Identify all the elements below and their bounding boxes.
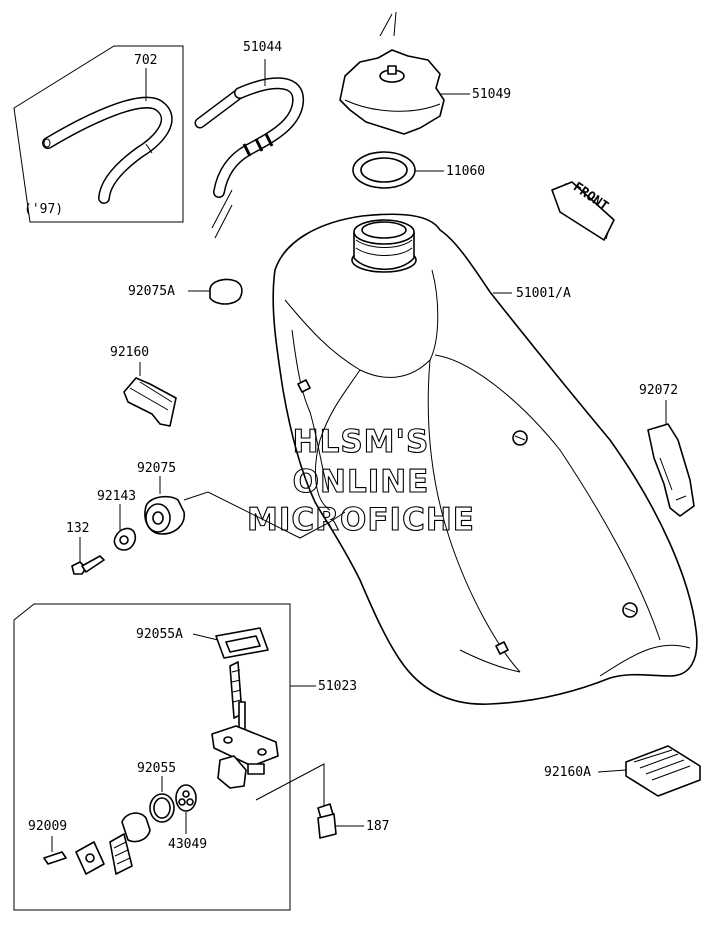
hose-702-group xyxy=(13,45,184,223)
front-arrow: FRONT xyxy=(551,180,615,241)
cushion-92075A xyxy=(188,278,243,305)
label-92055A: 92055A xyxy=(136,627,183,642)
fuel-tank xyxy=(272,213,698,705)
mount-grommet-group xyxy=(71,476,346,575)
label-92072: 92072 xyxy=(639,383,678,398)
watermark: HLSM'S ONLINE MICROFICHE xyxy=(246,423,475,538)
watermark-line-3: MICROFICHE xyxy=(247,502,475,538)
label-51044: 51044 xyxy=(243,40,282,55)
label-92160A: 92160A xyxy=(544,765,591,780)
watermark-line-2: ONLINE xyxy=(293,464,430,500)
label-11060: 11060 xyxy=(446,164,485,179)
label-51001A: 51001/A xyxy=(516,286,571,301)
watermark-line-1: HLSM'S xyxy=(293,424,430,460)
label-92009: 92009 xyxy=(28,819,67,834)
label-92075A: 92075A xyxy=(128,284,175,299)
label-97: ('97) xyxy=(24,202,63,217)
label-92075: 92075 xyxy=(137,461,176,476)
label-92055: 92055 xyxy=(137,761,176,776)
label-702: 702 xyxy=(134,53,157,68)
group-box-97 xyxy=(13,45,184,223)
label-51049: 51049 xyxy=(472,87,511,102)
label-92143: 92143 xyxy=(97,489,136,504)
fuel-cap xyxy=(339,11,470,135)
label-43049: 43049 xyxy=(168,837,207,852)
pad-92160A xyxy=(597,745,701,797)
pad-92160 xyxy=(123,362,177,427)
strap-92072 xyxy=(647,400,695,517)
label-51023: 51023 xyxy=(318,679,357,694)
label-92160: 92160 xyxy=(110,345,149,360)
label-132: 132 xyxy=(66,521,89,536)
fuel-cock-group xyxy=(13,603,364,911)
cap-gasket xyxy=(352,151,444,189)
hose-51044-group xyxy=(194,59,305,239)
label-187: 187 xyxy=(366,819,389,834)
